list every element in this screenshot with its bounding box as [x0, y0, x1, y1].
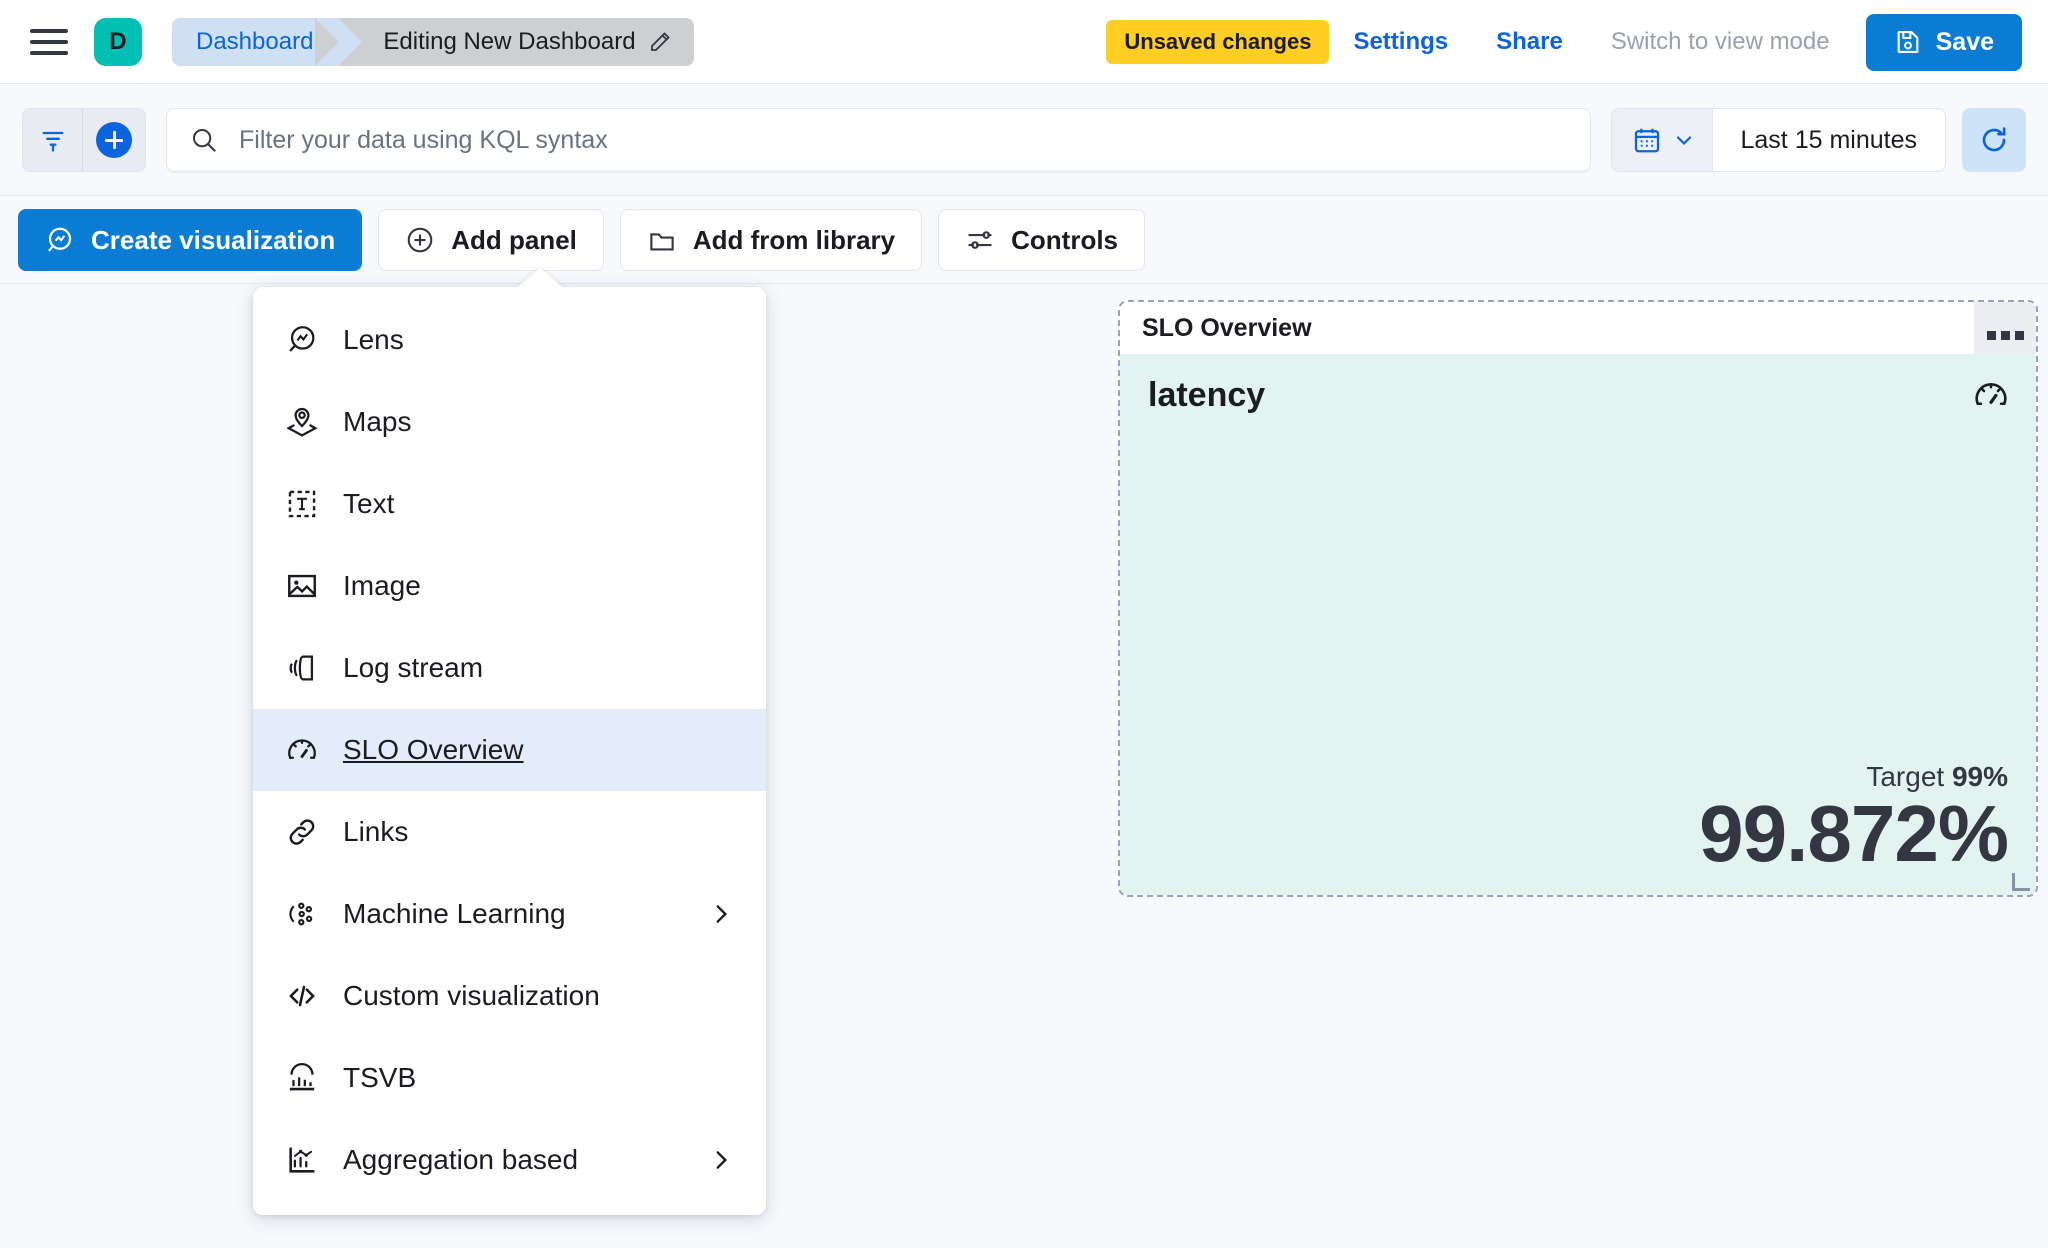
save-disk-icon: [1897, 31, 1918, 53]
menu-item-label: TSVB: [343, 1062, 417, 1093]
menu-item-custom-visualization[interactable]: Custom visualization: [253, 955, 766, 1037]
three-dots-icon: [1986, 330, 1996, 340]
slo-overview-panel[interactable]: SLO Overview latency Target 99% 99.872%: [1118, 300, 2038, 897]
menu-item-tsvb[interactable]: TSVB: [253, 1037, 766, 1119]
breadcrumb-current[interactable]: Editing New Dashboard: [315, 18, 694, 66]
controls-button[interactable]: Controls: [938, 209, 1146, 271]
slo-target: Target 99%: [1148, 761, 2008, 793]
refresh-button[interactable]: [1962, 108, 2026, 172]
slo-name: latency: [1148, 376, 1266, 414]
chevron-down-icon: [1676, 136, 1691, 146]
share-link[interactable]: Share: [1496, 28, 1563, 55]
create-visualization-label: Create visualization: [91, 224, 336, 255]
unsaved-changes-badge[interactable]: Unsaved changes: [1106, 20, 1330, 64]
menu-item-aggregation-based[interactable]: Aggregation based: [253, 1119, 766, 1201]
plus-circle-icon: [96, 122, 132, 158]
menu-item-label: Machine Learning: [343, 898, 566, 929]
add-panel-label: Add panel: [451, 224, 577, 255]
code-icon: [285, 979, 319, 1013]
slo-current-value: 99.872%: [1699, 789, 2009, 879]
query-bar: Filter your data using KQL syntax Last 1…: [0, 84, 2048, 196]
menu-item-label: Maps: [343, 406, 412, 437]
menu-item-label: Log stream: [343, 652, 484, 683]
date-quick-select-button[interactable]: [1611, 109, 1713, 171]
lens-icon: [48, 227, 72, 252]
add-filter-button[interactable]: [83, 109, 145, 171]
menu-item-image[interactable]: Image: [253, 545, 766, 627]
top-bar-actions: Unsaved changes Settings Share Switch to…: [1106, 13, 2022, 71]
gauge-icon: [285, 733, 319, 767]
create-visualization-button[interactable]: Create visualization: [18, 209, 363, 271]
chevron-right-icon: [716, 1151, 728, 1169]
calendar-icon: [1634, 128, 1659, 153]
avatar[interactable]: D: [94, 18, 142, 66]
lens-icon: [285, 323, 319, 357]
menu-item-label: Links: [343, 816, 409, 847]
menu-item-log-stream[interactable]: Log stream: [253, 627, 766, 709]
top-navigation-bar: D Dashboard Editing New Dashboard Unsave…: [0, 0, 2048, 84]
refresh-icon: [1982, 127, 2006, 152]
maps-icon: [285, 405, 319, 439]
menu-item-label: SLO Overview: [343, 734, 524, 765]
add-from-library-label: Add from library: [692, 224, 896, 255]
add-from-library-button[interactable]: Add from library: [619, 209, 923, 271]
menu-item-lens[interactable]: Lens: [253, 299, 766, 381]
aggregation-icon: [285, 1143, 319, 1177]
popover-arrow: [514, 268, 566, 290]
date-picker: Last 15 minutes: [1610, 108, 1946, 172]
slo-panel-body: latency Target 99% 99.872%: [1120, 354, 2036, 895]
image-icon: [285, 569, 319, 603]
slo-target-value: 99%: [1951, 761, 2008, 793]
settings-link[interactable]: Settings: [1353, 28, 1449, 55]
search-input-placeholder: Filter your data using KQL syntax: [239, 125, 608, 154]
menu-item-text[interactable]: Text: [253, 463, 766, 545]
breadcrumb-dashboard-label: Dashboard: [196, 28, 314, 55]
hamburger-menu-icon[interactable]: [26, 19, 72, 65]
chevron-right-icon: [716, 905, 728, 923]
save-button[interactable]: Save: [1865, 13, 2022, 71]
text-icon: [285, 487, 319, 521]
date-range-display[interactable]: Last 15 minutes: [1740, 125, 1918, 154]
machine-learning-icon: [285, 897, 319, 931]
menu-item-maps[interactable]: Maps: [253, 381, 766, 463]
plus-circle-outline-icon: [407, 227, 433, 253]
menu-item-label: Aggregation based: [343, 1144, 579, 1175]
search-input[interactable]: Filter your data using KQL syntax: [166, 108, 1591, 172]
filter-controls-group: [22, 108, 146, 172]
panel-title: SLO Overview: [1142, 313, 1312, 342]
three-dots-icon: [2014, 330, 2024, 340]
pencil-icon: [650, 32, 670, 51]
menu-item-slo-overview[interactable]: SLO Overview: [253, 709, 766, 791]
menu-item-label: Lens: [343, 324, 404, 355]
search-icon: [193, 129, 216, 152]
filter-options-button[interactable]: [23, 109, 83, 171]
menu-item-links[interactable]: Links: [253, 791, 766, 873]
filter-icon: [42, 131, 63, 152]
breadcrumb-current-label: Editing New Dashboard: [383, 28, 636, 55]
menu-item-label: Image: [343, 570, 421, 601]
menu-item-label: Custom visualization: [343, 980, 600, 1011]
panel-header: SLO Overview: [1120, 302, 2036, 368]
log-stream-icon: [285, 651, 319, 685]
gauge-icon: [1975, 382, 2007, 405]
tsvb-icon: [285, 1061, 319, 1095]
slo-target-label: Target: [1866, 761, 1945, 793]
controls-sliders-icon: [968, 231, 992, 249]
slo-stats: Target 99% 99.872%: [1148, 761, 2009, 879]
add-panel-menu: Lens Maps Text: [253, 287, 766, 1215]
three-dots-icon: [2000, 330, 2010, 340]
menu-item-machine-learning[interactable]: Machine Learning: [253, 873, 766, 955]
switch-to-view-mode-link[interactable]: Switch to view mode: [1610, 28, 1830, 55]
save-button-label: Save: [1935, 27, 1994, 56]
link-icon: [285, 815, 319, 849]
controls-label: Controls: [1011, 224, 1119, 255]
breadcrumb: Dashboard Editing New Dashboard: [172, 18, 694, 66]
folder-icon: [650, 233, 674, 251]
menu-item-label: Text: [343, 488, 395, 519]
dashboard-edit-toolbar: Create visualization Add panel Add from …: [0, 196, 2048, 284]
add-panel-button[interactable]: Add panel: [378, 209, 604, 271]
breadcrumb-dashboard[interactable]: Dashboard: [172, 18, 363, 66]
panel-resize-handle[interactable]: [2012, 873, 2030, 891]
